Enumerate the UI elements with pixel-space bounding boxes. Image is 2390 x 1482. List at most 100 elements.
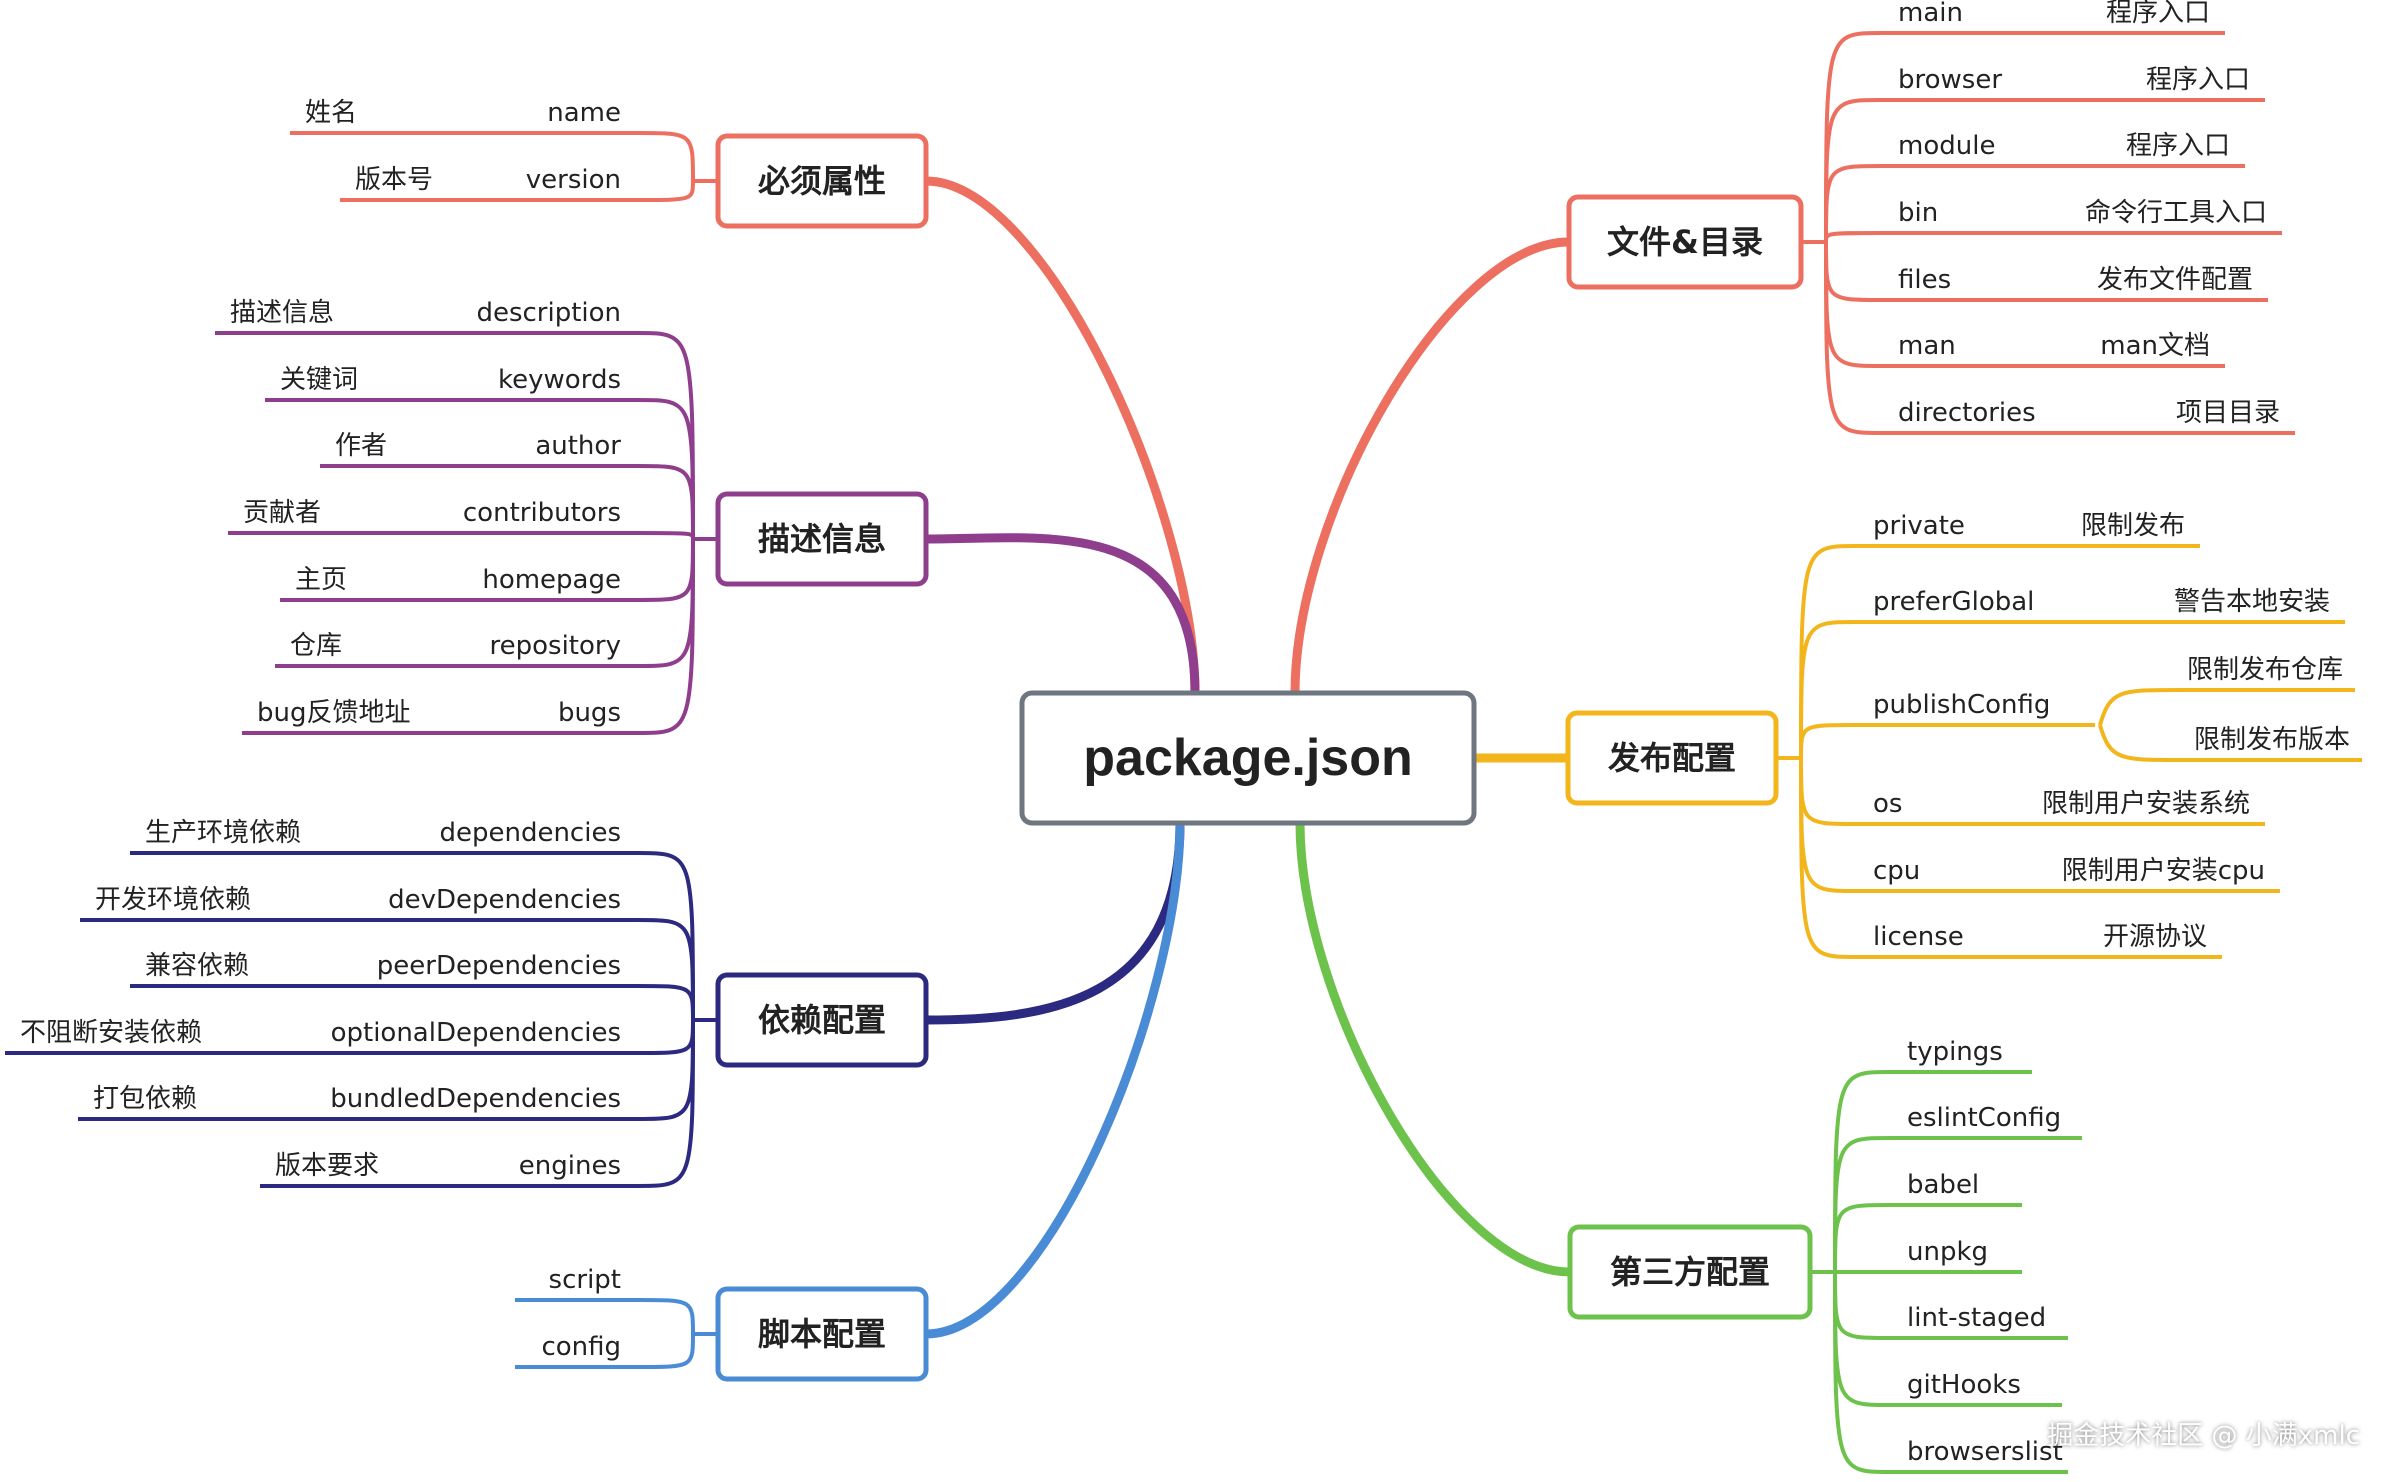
leaf-desc-license: 开源协议 xyxy=(2103,922,2207,952)
leaf-desc-name: 姓名 xyxy=(305,98,357,128)
leaf-desc-contributors: 贡献者 xyxy=(243,498,321,528)
branch-node-dependencies[interactable]: 依赖配置 xyxy=(715,972,929,1068)
leaf-desc-devDependencies: 开发环境依赖 xyxy=(95,885,251,915)
branch-node-label: 脚本配置 xyxy=(758,1315,886,1353)
leaf-key-preferGlobal: preferGlobal xyxy=(1873,587,2034,617)
leaf-line-engines xyxy=(260,1019,695,1188)
branch-node-label: 发布配置 xyxy=(1608,739,1736,777)
leaf-key-peerDependencies: peerDependencies xyxy=(377,951,621,981)
sub-leaf-label: 限制发布仓库 xyxy=(2187,655,2343,685)
leaf-key-files: files xyxy=(1898,265,1951,295)
leaf-desc-peerDependencies: 兼容依赖 xyxy=(145,951,249,981)
leaf-desc-private: 限制发布 xyxy=(2081,511,2185,541)
leaf-line-config xyxy=(515,1333,695,1369)
leaf-key-keywords: keywords xyxy=(498,365,621,395)
branch-node-box xyxy=(1565,710,1779,806)
leaf-key-babel: babel xyxy=(1907,1170,1979,1200)
leaf-desc-description: 描述信息 xyxy=(230,298,334,328)
branch-node-required[interactable]: 必须属性 xyxy=(715,133,929,229)
leaf-key-gitHooks: gitHooks xyxy=(1907,1370,2021,1400)
leaf-line-name xyxy=(290,131,695,182)
leaf-desc-cpu: 限制用户安装cpu xyxy=(2062,856,2265,886)
leaf-key-typings: typings xyxy=(1907,1037,2003,1067)
leaf-key-publishConfig: publishConfig xyxy=(1873,690,2050,720)
leaf-line-browserslist xyxy=(1833,1271,2068,1474)
labels: name 姓名 version 版本号 description 描述信息 keywords 关… xyxy=(20,0,2350,1467)
leaf-line-peerDependencies xyxy=(130,984,695,1021)
branch-node-label: 必须属性 xyxy=(758,162,886,200)
branch-line-scripts xyxy=(921,818,1185,1339)
leaf-key-man: man xyxy=(1898,331,1956,361)
leaf-key-devDependencies: devDependencies xyxy=(388,885,621,915)
leaf-line-preferGlobal xyxy=(1799,620,2345,759)
leaf-line-bugs xyxy=(242,538,695,735)
leaf-line-module xyxy=(1824,164,2245,243)
leaf-desc-version: 版本号 xyxy=(355,165,433,195)
branch-line-description xyxy=(921,533,1200,698)
leaf-key-description: description xyxy=(476,298,621,328)
leaf-line-version xyxy=(340,180,695,202)
branch-node-scripts[interactable]: 脚本配置 xyxy=(715,1286,929,1382)
leaf-key-private: private xyxy=(1873,511,1965,541)
leaf-desc-man: man文档 xyxy=(2100,331,2210,361)
branch-line-dependencies xyxy=(921,818,1185,1025)
leaf-key-name: name xyxy=(547,98,621,128)
leaf-line-script xyxy=(515,1298,695,1335)
leaf-key-engines: engines xyxy=(519,1151,621,1181)
leaf-key-bugs: bugs xyxy=(558,698,621,728)
leaf-key-contributors: contributors xyxy=(463,498,621,528)
leaf-key-bin: bin xyxy=(1898,198,1938,228)
leaf-key-unpkg: unpkg xyxy=(1907,1237,1988,1267)
leaf-desc-browser: 程序入口 xyxy=(2146,65,2250,95)
sub-leaf-line xyxy=(2098,688,2355,726)
branch-node-publish[interactable]: 发布配置 xyxy=(1565,710,1779,806)
leaf-key-module: module xyxy=(1898,131,1995,161)
leaf-key-optionalDependencies: optionalDependencies xyxy=(331,1018,621,1048)
sub-leaf-line xyxy=(2098,724,2362,762)
leaf-desc-optionalDependencies: 不阻断安装依赖 xyxy=(20,1018,202,1048)
leaf-key-license: license xyxy=(1873,922,1964,952)
watermark: 掘金技术社区 @ 小满xmlc xyxy=(2047,1421,2360,1451)
leaf-lines xyxy=(5,31,2362,1474)
branch-line-required xyxy=(921,176,1200,698)
branch-line-third_party xyxy=(1295,818,1575,1277)
leaf-key-config: config xyxy=(541,1332,621,1362)
leaf-line-devDependencies xyxy=(80,918,695,1021)
branch-node-files[interactable]: 文件&目录 xyxy=(1566,194,1804,290)
branch-line-files xyxy=(1290,237,1574,698)
leaf-line-babel xyxy=(1833,1203,2022,1273)
leaf-key-script: script xyxy=(549,1265,621,1295)
branch-node-box xyxy=(715,972,929,1068)
leaf-desc-engines: 版本要求 xyxy=(275,1151,379,1181)
leaf-line-author xyxy=(320,464,695,540)
branch-node-label: 依赖配置 xyxy=(758,1001,886,1039)
leaf-key-repository: repository xyxy=(490,631,621,661)
leaf-key-main: main xyxy=(1898,0,1963,28)
branch-node-label: 第三方配置 xyxy=(1610,1253,1770,1291)
leaf-key-os: os xyxy=(1873,789,1902,819)
leaf-key-version: version xyxy=(526,165,621,195)
branch-node-box xyxy=(715,133,929,229)
leaf-line-contributors xyxy=(228,531,695,540)
branch-node-description[interactable]: 描述信息 xyxy=(715,491,929,587)
leaf-desc-keywords: 关键词 xyxy=(280,365,358,395)
center-node[interactable]: package.json xyxy=(1019,690,1477,826)
leaf-desc-files: 发布文件配置 xyxy=(2097,265,2253,295)
leaf-key-browserslist: browserslist xyxy=(1907,1437,2063,1467)
leaf-desc-bundledDependencies: 打包依赖 xyxy=(93,1084,197,1114)
branch-node-third_party[interactable]: 第三方配置 xyxy=(1567,1224,1813,1320)
leaf-key-cpu: cpu xyxy=(1873,856,1920,886)
branch-node-box xyxy=(715,1286,929,1382)
center-node-label: package.json xyxy=(1083,729,1412,787)
leaf-desc-os: 限制用户安装系统 xyxy=(2042,789,2250,819)
leaf-key-homepage: homepage xyxy=(482,565,621,595)
leaf-desc-homepage: 主页 xyxy=(295,565,347,595)
leaf-key-directories: directories xyxy=(1898,398,2036,428)
leaf-line-license xyxy=(1799,757,2222,959)
leaf-desc-dependencies: 生产环境依赖 xyxy=(145,818,301,848)
leaf-desc-author: 作者 xyxy=(335,431,387,461)
branch-node-box xyxy=(1567,1224,1813,1320)
leaf-desc-main: 程序入口 xyxy=(2106,0,2210,28)
leaf-key-author: author xyxy=(535,431,621,461)
